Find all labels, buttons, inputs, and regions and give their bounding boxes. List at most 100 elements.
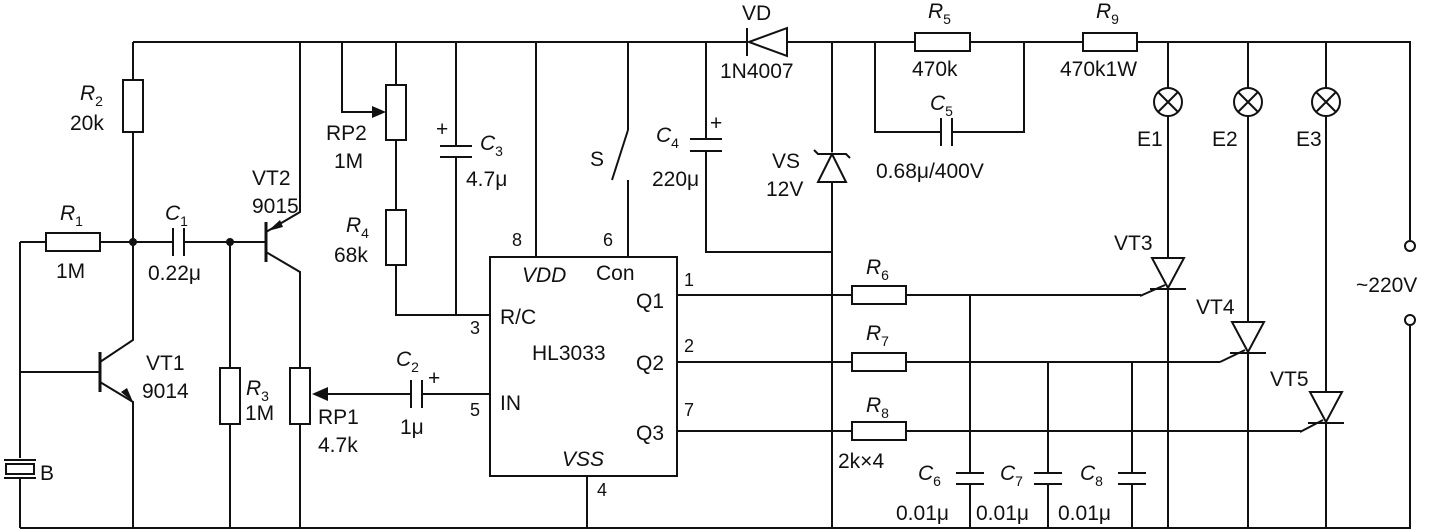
vt3-label: VT3 [1114, 232, 1153, 255]
r1-sub: 1 [75, 213, 83, 229]
r5-sub: 5 [943, 11, 951, 27]
c4-plus: + [710, 112, 722, 135]
r9-sub: 9 [1111, 11, 1119, 27]
c8-sub: 8 [1095, 473, 1103, 489]
ic-q3: Q3 [636, 422, 664, 445]
pin-7: 7 [684, 400, 694, 420]
capacitor-c6: C6 0.01μ [896, 295, 984, 528]
c6-sub: 6 [933, 473, 941, 489]
pin-4: 4 [597, 480, 607, 500]
resistor-r8: R8 2k×4 [677, 394, 1301, 473]
r2-label: R [80, 82, 95, 105]
diode-vd: VD 1N4007 [720, 2, 794, 83]
capacitor-c1: C1 0.22μ [133, 202, 266, 285]
lamp-e1-label: E1 [1137, 128, 1163, 151]
c2-sub: 2 [411, 359, 419, 375]
r7-sub: 7 [881, 333, 889, 349]
svg-text:R9: R9 [1096, 0, 1119, 27]
r4-label: R [346, 214, 361, 237]
pin-6: 6 [603, 230, 613, 250]
buzzer-label: B [40, 462, 54, 485]
rp1-value: 4.7k [318, 434, 358, 457]
svg-text:R8: R8 [866, 394, 889, 421]
potentiometer-rp2: RP2 1M [326, 42, 407, 210]
vt1-type: 9014 [142, 380, 189, 403]
ic-vdd: VDD [522, 264, 566, 287]
c4-value: 220μ [652, 168, 699, 191]
lamp-e1: E1 [1137, 42, 1183, 258]
bottom-rail [20, 325, 1411, 529]
resistor-r7: R7 [677, 322, 1220, 372]
r7-label: R [866, 322, 881, 345]
svg-text:C8: C8 [1080, 462, 1103, 489]
c1-sub: 1 [180, 213, 188, 229]
c5-value: 0.68μ/400V [876, 160, 984, 183]
svg-text:R5: R5 [928, 0, 951, 27]
vt5-label: VT5 [1270, 368, 1309, 391]
thyristor-vt4: VT4 [1196, 296, 1266, 528]
c1-value: 0.22μ [148, 262, 201, 285]
svg-text:R1: R1 [60, 202, 83, 229]
zener-vs: VS 12V [766, 42, 851, 528]
pin-8: 8 [512, 230, 522, 250]
transistor-vt2: VT2 9015 [252, 42, 301, 368]
supply-terminals: ~220V [1356, 240, 1417, 326]
r5-value: 470k [912, 58, 958, 81]
potentiometer-rp1: RP1 4.7k [289, 367, 402, 528]
vt1-label: VT1 [146, 352, 185, 375]
vt2-type: 9015 [252, 195, 299, 218]
resistor-r1: R1 1M [20, 202, 133, 283]
svg-text:R6: R6 [866, 256, 889, 283]
c3-sub: 3 [495, 143, 503, 159]
pin-1: 1 [684, 270, 694, 290]
r1-value: 1M [56, 260, 85, 283]
svg-text:C5: C5 [930, 92, 953, 119]
ic-vss: VSS [562, 448, 604, 471]
r6-sub: 6 [881, 267, 889, 283]
thyristor-vt5: VT5 [1270, 368, 1344, 528]
svg-text:C7: C7 [1000, 462, 1023, 489]
svg-text:C1: C1 [165, 202, 188, 229]
resistor-r3: R3 1M [219, 242, 274, 528]
top-rail [133, 41, 1411, 240]
r2-sub: 2 [95, 93, 103, 109]
r3-sub: 3 [261, 388, 269, 404]
pin-2: 2 [684, 336, 694, 356]
capacitor-c3: + C3 4.7μ [436, 42, 507, 315]
vs-value: 12V [766, 178, 803, 201]
svg-text:R7: R7 [866, 322, 889, 349]
vd-type: 1N4007 [720, 60, 794, 83]
c5-sub: 5 [945, 103, 953, 119]
rp2-value: 1M [334, 150, 363, 173]
vt2-label: VT2 [252, 167, 291, 190]
c3-label: C [480, 132, 496, 155]
switch-label: S [590, 148, 604, 171]
c3-value: 4.7μ [466, 168, 507, 191]
c7-sub: 7 [1015, 473, 1023, 489]
c6-value: 0.01μ [896, 502, 949, 525]
pin-5: 5 [470, 400, 480, 420]
svg-text:R4: R4 [346, 214, 369, 241]
ic-con: Con [596, 262, 635, 285]
r3-label: R [246, 377, 261, 400]
supply-label: ~220V [1356, 274, 1417, 297]
r4-sub: 4 [361, 225, 369, 241]
vs-label: VS [772, 150, 800, 173]
c7-value: 0.01μ [976, 502, 1029, 525]
r8-label: R [866, 394, 881, 417]
r9-value: 470k1W [1060, 58, 1137, 81]
lamp-e3-label: E3 [1296, 128, 1322, 151]
r1-label: R [60, 202, 75, 225]
ic-rc: R/C [500, 306, 536, 329]
r8-sub: 8 [881, 405, 889, 421]
lamp-e2: E2 [1212, 42, 1263, 322]
c5-label: C [930, 92, 946, 115]
c2-plus: + [428, 367, 440, 390]
c1-label: C [165, 202, 181, 225]
ic-q1: Q1 [636, 290, 664, 313]
lamp-e3: E3 [1296, 42, 1341, 392]
c4-sub: 4 [671, 135, 679, 151]
r8-value: 2k×4 [838, 450, 884, 473]
resistor-r4: R4 68k [334, 209, 490, 316]
